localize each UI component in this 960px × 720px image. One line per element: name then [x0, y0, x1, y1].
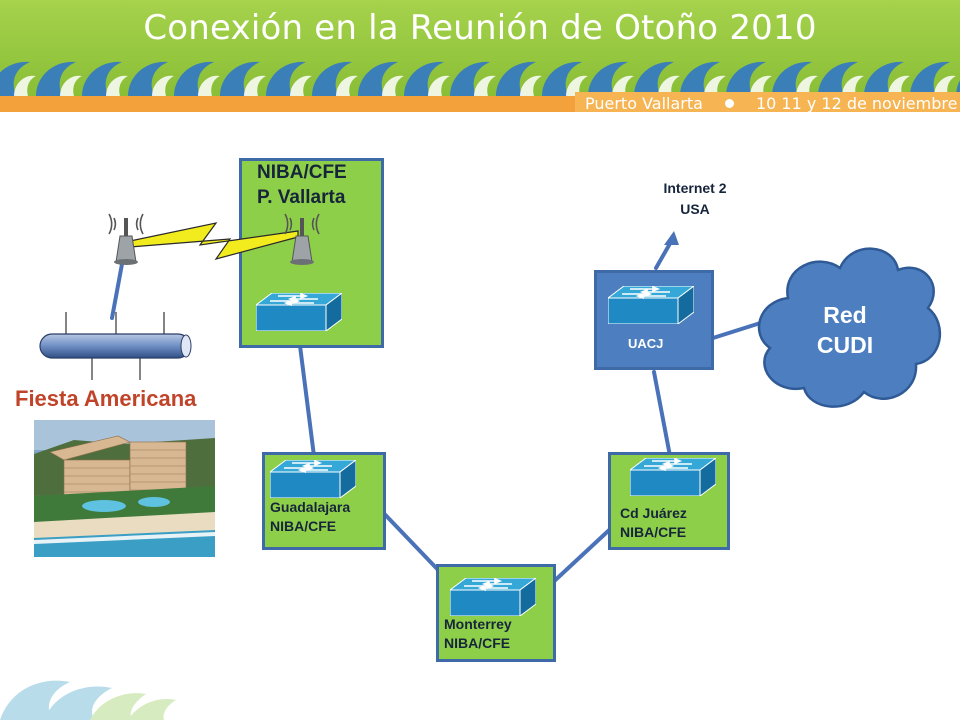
- wave-mark: [220, 61, 260, 96]
- wave-mark: [60, 75, 82, 96]
- link-antenna-to-bus: [110, 262, 124, 320]
- switch-icon: [256, 293, 342, 331]
- node-vallarta-line2: P. Vallarta: [257, 187, 346, 208]
- switch-icon: [270, 460, 356, 498]
- wave-mark: [612, 75, 634, 96]
- wave-mark: [404, 61, 444, 96]
- wave-mark: [658, 75, 680, 96]
- internet2-arrowhead: [664, 231, 679, 245]
- wave-mark: [588, 61, 628, 96]
- wave-mark: [818, 61, 858, 96]
- antenna-icon: [108, 213, 144, 265]
- hotel-photo: [34, 420, 215, 557]
- node-guadalajara-line2: NIBA/CFE: [270, 518, 337, 534]
- node-juarez-line1: Cd Juárez: [620, 505, 687, 521]
- node-guadalajara-line1: Guadalajara: [270, 499, 351, 515]
- wave-mark: [888, 75, 910, 96]
- wave-mark: [542, 61, 582, 96]
- wave-mark: [312, 61, 352, 96]
- wave-mark: [474, 75, 496, 96]
- wave-mark: [842, 75, 864, 96]
- antenna-icon: [284, 213, 320, 265]
- wave-pattern: [0, 61, 960, 96]
- page-title: Conexión en la Reunión de Otoño 2010: [143, 8, 817, 48]
- wave-mark: [82, 61, 122, 96]
- venue-label: Fiesta Americana: [15, 386, 197, 411]
- link-vallarta-guadalajara: [296, 328, 316, 458]
- wave-mark: [864, 61, 904, 96]
- wave-mark: [336, 75, 358, 96]
- node-vallarta-label: NIBA/CFE P. Vallarta: [257, 160, 347, 210]
- wave-mark: [106, 75, 128, 96]
- wave-mark: [128, 61, 168, 96]
- wave-mark: [0, 61, 30, 96]
- wave-mark: [382, 75, 404, 96]
- wave-mark: [290, 75, 312, 96]
- event-city: Puerto Vallarta: [585, 94, 703, 113]
- node-vallarta-line1: NIBA/CFE: [257, 162, 347, 183]
- internet2-line2: USA: [680, 201, 710, 217]
- node-monterrey-line2: NIBA/CFE: [444, 635, 511, 651]
- node-uacj-label: UACJ: [628, 336, 664, 351]
- wave-mark: [266, 61, 306, 96]
- wave-mark: [566, 75, 588, 96]
- wave-mark: [174, 61, 214, 96]
- wave-mark: [910, 61, 950, 96]
- wave-mark: [14, 75, 36, 96]
- node-juarez-label: Cd Juárez NIBA/CFE: [620, 504, 687, 542]
- switch-icon: [608, 286, 694, 324]
- wave-mark: [772, 61, 812, 96]
- wave-mark: [496, 61, 536, 96]
- node-monterrey-line1: Monterrey: [444, 616, 512, 632]
- link-juarez-uacj: [652, 370, 672, 458]
- wave-mark: [750, 75, 772, 96]
- wave-mark: [704, 75, 726, 96]
- footer-waves: [0, 680, 176, 720]
- cloud-label: Red CUDI: [770, 300, 920, 360]
- wave-mark: [36, 61, 76, 96]
- wave-mark: [152, 75, 174, 96]
- wave-mark: [934, 75, 956, 96]
- switch-icon: [450, 578, 536, 616]
- cloud-icon[interactable]: [748, 238, 944, 414]
- wave-mark: [358, 61, 398, 96]
- wave-mark: [520, 75, 542, 96]
- wave-mark: [634, 61, 674, 96]
- wave-mark: [796, 75, 818, 96]
- event-info: Puerto Vallarta 10 11 y 12 de noviembre: [585, 94, 957, 113]
- ethernet-bus-icon: [39, 312, 192, 380]
- cloud-line1: Red: [823, 302, 867, 328]
- wave-mark: [680, 61, 720, 96]
- wave-mark: [244, 75, 266, 96]
- internet2-label: Internet 2 USA: [640, 178, 750, 220]
- separator-dot: [724, 99, 734, 108]
- internet2-line1: Internet 2: [663, 180, 727, 196]
- wave-mark: [726, 61, 766, 96]
- node-guadalajara-label: Guadalajara NIBA/CFE: [270, 498, 350, 536]
- wave-mark: [450, 61, 490, 96]
- switch-icon: [630, 458, 716, 496]
- cloud-line2: CUDI: [816, 332, 874, 358]
- header-banner: [0, 0, 960, 112]
- node-monterrey-label: Monterrey NIBA/CFE: [444, 615, 512, 653]
- wave-mark: [428, 75, 450, 96]
- node-juarez-line2: NIBA/CFE: [620, 524, 687, 540]
- event-dates: 10 11 y 12 de noviembre: [755, 94, 958, 113]
- wave-mark: [198, 75, 220, 96]
